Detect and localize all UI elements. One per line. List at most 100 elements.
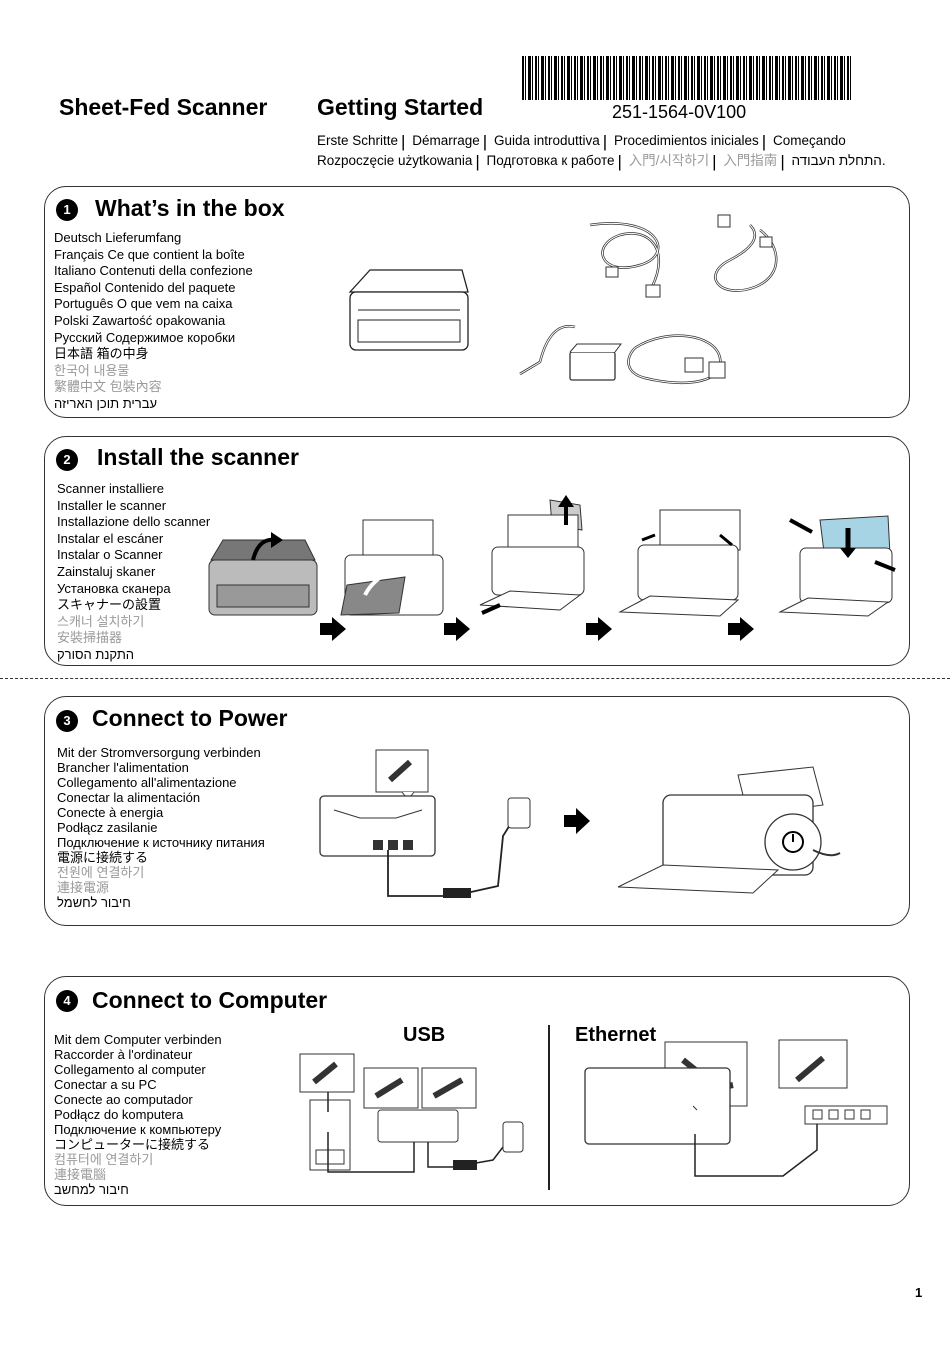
section-number-1: 1 <box>56 199 78 221</box>
arrow-right-icon <box>320 617 346 641</box>
arrow-right-icon <box>728 617 754 641</box>
lang-item: חיבור לחשמל <box>57 895 131 910</box>
lang-item: Collegamento al computer <box>54 1062 206 1077</box>
scanner-power-on-illustration <box>617 766 841 894</box>
lang-item: Português O que vem na caixa <box>54 296 233 312</box>
subtitle-line-1: Erste Schritte| Démarrage| Guida introdu… <box>317 132 846 151</box>
subtitle-zh: 入門指南 <box>723 153 778 168</box>
section-title-3: Connect to Power <box>92 705 288 731</box>
arrow-right-icon <box>564 808 590 834</box>
lang-item: Podłącz zasilanie <box>57 820 158 835</box>
arrow-right-icon <box>444 617 470 641</box>
subtitle-de: Erste Schritte <box>317 133 399 148</box>
lang-item: スキャナーの設置 <box>57 597 162 613</box>
lang-item: Italiano Contenuti della confezione <box>54 263 253 279</box>
lang-item: 繁體中文 包裝內容 <box>54 379 162 395</box>
lang-list-1: Deutsch Lieferumfang Français Ce que con… <box>54 230 253 413</box>
section-connect-computer <box>44 976 910 1206</box>
subtitle-es: Procedimientos iniciales <box>613 133 759 148</box>
ethernet-cable-illustration <box>714 214 778 292</box>
divider <box>548 1025 550 1190</box>
lang-item: 전원에 연결하기 <box>57 865 145 880</box>
lang-item: Español Contenido del paquete <box>54 279 236 295</box>
usb-cable-illustration <box>589 222 661 298</box>
lang-item: Zainstaluj skaner <box>57 563 156 579</box>
part-number: 251-1564-0V100 <box>612 102 747 122</box>
lang-item: Mit dem Computer verbinden <box>54 1032 222 1047</box>
lang-item: Installazione dello scanner <box>57 514 211 530</box>
lang-item: 스캐너 설치하기 <box>57 613 145 629</box>
subtitle-line-2: Rozpoczęcie użytkowania| Подготовка к ра… <box>317 152 886 171</box>
scanner-illustration <box>348 269 469 351</box>
lang-item: Brancher l'alimentation <box>57 760 189 775</box>
install-step-4-illustration <box>618 509 741 617</box>
lang-item: 連接電源 <box>57 880 110 895</box>
cut-line <box>0 678 950 679</box>
product-name: Sheet-Fed Scanner <box>59 94 268 120</box>
lang-item: Installer le scanner <box>57 497 167 513</box>
lang-item: Polski Zawartość opakowania <box>54 312 226 328</box>
lang-item: Подключение к источнику питания <box>57 835 265 850</box>
power-connection-illustration <box>319 749 531 898</box>
lang-item: חיבור למחשב <box>54 1182 129 1197</box>
lang-item: Установка сканера <box>57 580 171 596</box>
lang-item: Instalar el escáner <box>57 530 164 546</box>
lang-item: Collegamento all'alimentazione <box>57 775 237 790</box>
section-install-scanner <box>44 436 910 666</box>
lang-item: Instalar o Scanner <box>57 547 163 563</box>
lang-item: 連接電腦 <box>54 1167 107 1182</box>
subtitle-fr: Démarrage <box>412 133 480 148</box>
subtitle-pt: Começando <box>772 133 846 148</box>
lang-item: Русский Содержимое коробки <box>54 329 236 345</box>
barcode <box>522 56 852 100</box>
ethernet-label: Ethernet <box>575 1024 657 1046</box>
lang-item: 日本語 箱の中身 <box>54 346 149 362</box>
lang-item: 컴퓨터에 연결하기 <box>54 1152 154 1167</box>
lang-item: コンピューターに接続する <box>54 1137 211 1152</box>
lang-item: Подключение к компьютеру <box>54 1122 222 1137</box>
lang-item: Mit der Stromversorgung verbinden <box>57 745 261 760</box>
lang-item: Podłącz do komputera <box>54 1107 184 1122</box>
usb-connection-illustration <box>299 1053 524 1173</box>
lang-item: Conectar la alimentación <box>57 790 201 805</box>
lang-list-2: Scanner installiere Installer le scanner… <box>57 481 210 664</box>
page-number: 1 <box>915 1285 923 1300</box>
lang-item: Raccorder à l'ordinateur <box>54 1047 193 1062</box>
arrow-right-icon <box>586 617 612 641</box>
section-number-4: 4 <box>56 990 78 1012</box>
lang-item: Conectar a su PC <box>54 1077 157 1092</box>
section-whats-in-box <box>44 186 910 418</box>
section-connect-power <box>44 696 910 926</box>
section-title-4: Connect to Computer <box>92 987 328 1013</box>
subtitle-ja-ko: 入門/시작하기 <box>628 153 710 168</box>
lang-list-3: Mit der Stromversorgung verbinden Branch… <box>57 745 265 910</box>
subtitle-it: Guida introduttiva <box>493 133 600 148</box>
section-title-1: What’s in the box <box>95 195 285 221</box>
subtitle-ru: Подготовка к работе <box>486 153 615 168</box>
usb-label: USB <box>403 1024 446 1046</box>
subtitle-pl: Rozpoczęcie użytkowania <box>317 153 473 168</box>
lang-item: 電源に接続する <box>57 850 149 865</box>
lang-list-4: Mit dem Computer verbinden Raccorder à l… <box>54 1032 222 1197</box>
install-step-2-illustration <box>340 519 444 616</box>
section-number-2: 2 <box>56 449 78 471</box>
lang-item: עברית תוכן האריזה <box>54 395 158 411</box>
lang-item: Scanner installiere <box>57 481 164 496</box>
install-step-1-illustration <box>208 532 318 616</box>
install-step-5-illustration <box>778 515 896 617</box>
section-number-3: 3 <box>56 710 78 732</box>
power-cord-illustration <box>627 334 726 384</box>
install-step-arrows <box>320 617 754 641</box>
lang-item: Conecte ao computador <box>54 1092 193 1107</box>
power-adapter-illustration <box>519 325 622 381</box>
lang-item: 安裝掃描器 <box>57 630 123 646</box>
install-step-3-illustration <box>479 495 585 615</box>
subtitle-he: התחלת העבודה. <box>791 153 886 168</box>
lang-item: 한국어 내용물 <box>54 362 130 378</box>
ethernet-connection-illustration <box>584 1039 888 1177</box>
lang-item: Français Ce que contient la boîte <box>54 246 245 262</box>
section-title-2: Install the scanner <box>97 444 299 470</box>
lang-item: Deutsch Lieferumfang <box>54 230 182 245</box>
page-title: Getting Started <box>317 94 484 120</box>
lang-item: התקנת הסורק <box>57 646 135 662</box>
